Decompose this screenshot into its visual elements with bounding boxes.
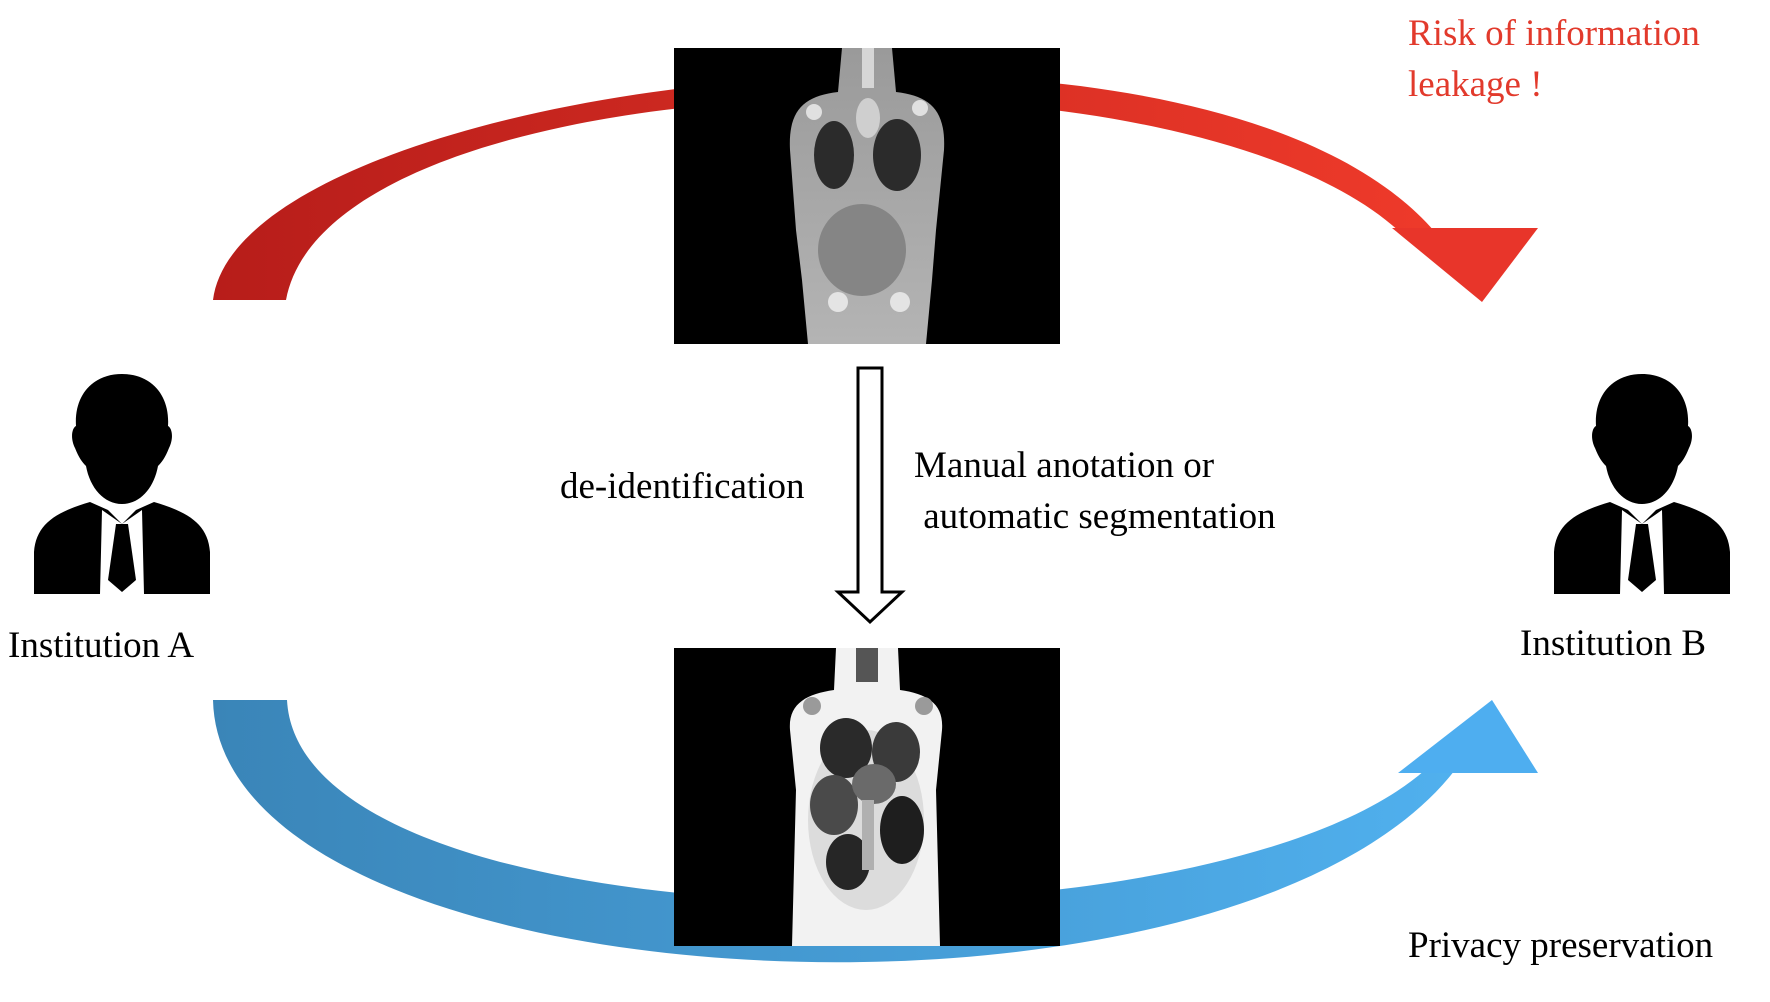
privacy-arrow-head <box>1398 700 1538 773</box>
risk-arrow-head <box>1392 228 1538 302</box>
annotation-label: Manual anotation or automatic segmentati… <box>914 440 1276 542</box>
institution-a-label: Institution A <box>8 625 195 666</box>
risk-arrow <box>213 75 1435 300</box>
deidentification-label: de-identification <box>560 466 805 507</box>
down-arrow-icon <box>834 366 906 625</box>
annotation-line-2: automatic segmentation <box>914 496 1276 538</box>
privacy-label: Privacy preservation <box>1408 925 1714 966</box>
risk-warning-line-1: Risk of information <box>1408 13 1700 54</box>
annotation-line-1: Manual anotation or <box>914 445 1215 486</box>
privacy-arrow <box>213 700 1455 963</box>
segmentation-image <box>674 648 1060 946</box>
institution-b-label: Institution B <box>1520 623 1707 664</box>
risk-warning-label: Risk of information leakage ! <box>1408 8 1700 110</box>
risk-warning-line-2: leakage ! <box>1408 64 1543 106</box>
person-icon <box>1554 374 1730 594</box>
ct-scan-image <box>674 48 1060 344</box>
person-icon <box>34 374 210 594</box>
